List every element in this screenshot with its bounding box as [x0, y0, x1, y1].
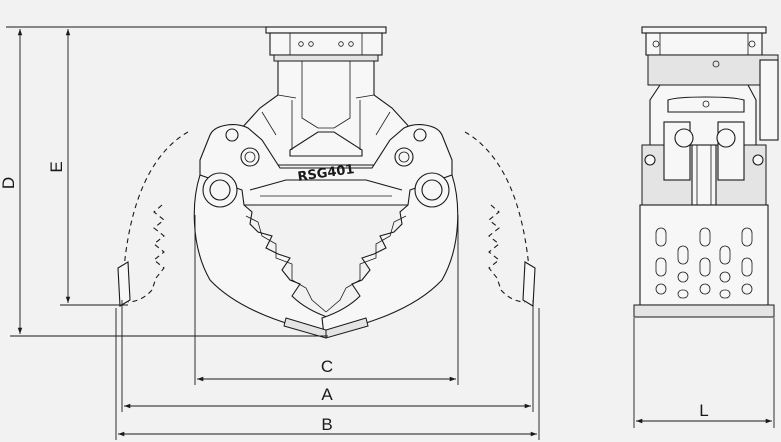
dim-label-A: A: [321, 385, 333, 404]
open-jaw-left-dashed: [123, 131, 189, 303]
gripper-body: [199, 124, 453, 206]
side-motor-right: [759, 59, 779, 141]
pivot-pin-right: [414, 172, 450, 208]
cylinder-pin-left: [240, 147, 260, 167]
pivot-pin-left: [202, 172, 238, 208]
front-view: RSG401: [117, 26, 536, 339]
dim-label-L: L: [699, 401, 708, 420]
side-rotator-cap: [667, 96, 745, 113]
cylinder-pin-right: [394, 147, 414, 167]
jaw-right-serration: [325, 215, 407, 313]
lug-pin-right: [413, 128, 427, 142]
rotator-housing: [239, 60, 413, 166]
side-cylinder-assembly: [641, 121, 767, 206]
side-jaw-slots: [655, 227, 753, 299]
side-jaw-plate: [639, 204, 769, 306]
dim-label-C: C: [321, 357, 333, 376]
open-jaw-tip-left: [117, 261, 131, 307]
jaw-left-serration: [245, 215, 327, 313]
jaw-tip-right: [325, 317, 369, 339]
mounting-flange: [265, 26, 387, 62]
open-jaw-right-dashed: [464, 131, 530, 303]
dim-label-E: E: [47, 161, 66, 172]
side-view: [633, 26, 779, 318]
dimension-lines: D E C A B L: [0, 26, 775, 440]
lug-pin-left: [225, 128, 239, 142]
open-jaw-tip-right: [522, 261, 536, 307]
side-flange: [645, 32, 763, 56]
side-flange-top: [641, 26, 767, 34]
dim-label-B: B: [321, 415, 332, 434]
side-jaw-tip: [633, 304, 775, 318]
dim-label-D: D: [0, 177, 18, 189]
